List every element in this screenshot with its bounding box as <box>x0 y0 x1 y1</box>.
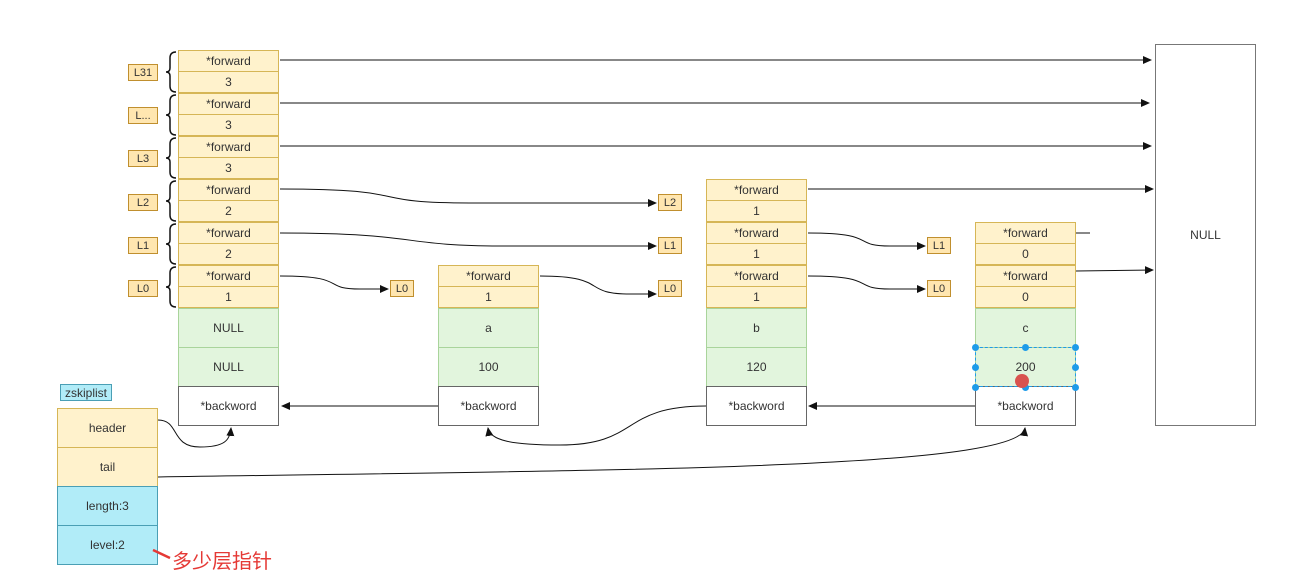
resize-handle-nw[interactable] <box>972 344 979 351</box>
node-a-forward-l0: *forward <box>438 265 539 287</box>
brace-l31 <box>165 51 177 93</box>
header-span-l31: 3 <box>178 71 279 93</box>
brace-lx <box>165 94 177 136</box>
node-c-span-l1: 0 <box>975 243 1076 265</box>
link-header-l2-to-b <box>279 188 657 207</box>
node-c-forward-l1: *forward <box>975 222 1076 244</box>
level-label-l2: L2 <box>128 194 158 211</box>
zskiplist-header: header <box>57 408 158 448</box>
level-label-l3: L3 <box>128 150 158 167</box>
resize-handle-w[interactable] <box>972 364 979 371</box>
node-b-score: 120 <box>706 347 807 387</box>
node-b-span-l2: 1 <box>706 200 807 222</box>
header-forward-l2: *forward <box>178 179 279 201</box>
node-b-span-l1: 1 <box>706 243 807 265</box>
header-span-lx: 3 <box>178 114 279 136</box>
node-b-forward-l1: *forward <box>706 222 807 244</box>
resize-handle-ne[interactable] <box>1072 344 1079 351</box>
header-forward-l3: *forward <box>178 136 279 158</box>
tag-l1-b: L1 <box>658 237 682 254</box>
node-b-forward-l0: *forward <box>706 265 807 287</box>
level-label-l0: L0 <box>128 280 158 297</box>
link-a-l0-to-b <box>539 275 657 298</box>
brace-l1 <box>165 223 177 265</box>
node-c-obj: c <box>975 308 1076 348</box>
resize-handle-n[interactable] <box>1022 344 1029 351</box>
resize-handle-s[interactable] <box>1022 384 1029 391</box>
level-label-lx: L... <box>128 107 158 124</box>
level-note: 多少层指针 <box>172 549 272 573</box>
resize-handle-sw[interactable] <box>972 384 979 391</box>
zskiplist-tail: tail <box>57 447 158 487</box>
null-terminal: NULL <box>1155 44 1256 426</box>
resize-handle-se[interactable] <box>1072 384 1079 391</box>
node-a-score: 100 <box>438 347 539 387</box>
header-backward: *backword <box>178 386 279 426</box>
brace-l3 <box>165 137 177 179</box>
header-span-l2: 2 <box>178 200 279 222</box>
header-forward-l1: *forward <box>178 222 279 244</box>
zskiplist-level: level:2 <box>57 525 158 565</box>
link-header-l1-to-b <box>279 232 657 250</box>
link-b-l1-to-c <box>807 232 926 250</box>
header-obj: NULL <box>178 308 279 348</box>
header-score: NULL <box>178 347 279 387</box>
node-c-span-l0: 0 <box>975 286 1076 308</box>
header-span-l0: 1 <box>178 286 279 308</box>
node-a-span-l0: 1 <box>438 286 539 308</box>
zskiplist-title: zskiplist <box>60 384 112 401</box>
node-b-obj: b <box>706 308 807 348</box>
node-a-obj: a <box>438 308 539 348</box>
node-b-forward-l2: *forward <box>706 179 807 201</box>
node-c-backward: *backword <box>975 386 1076 426</box>
node-b-backward: *backword <box>706 386 807 426</box>
tag-l0-b: L0 <box>658 280 682 297</box>
header-span-l3: 3 <box>178 157 279 179</box>
brace-l2 <box>165 180 177 222</box>
node-a-backward: *backword <box>438 386 539 426</box>
link-c-l0-to-null <box>1075 266 1154 275</box>
link-b-l0-to-c <box>807 275 926 293</box>
zskiplist-length: length:3 <box>57 486 158 526</box>
resize-handle-e[interactable] <box>1072 364 1079 371</box>
header-forward-lx: *forward <box>178 93 279 115</box>
brace-l0 <box>165 266 177 308</box>
tag-l1-c: L1 <box>927 237 951 254</box>
tag-l0-c: L0 <box>927 280 951 297</box>
cursor-icon <box>1015 374 1029 388</box>
node-b-span-l0: 1 <box>706 286 807 308</box>
link-header-l0-to-a <box>279 275 389 293</box>
tag-l2-b: L2 <box>658 194 682 211</box>
header-forward-l31: *forward <box>178 50 279 72</box>
level-label-l1: L1 <box>128 237 158 254</box>
node-c-forward-l0: *forward <box>975 265 1076 287</box>
tag-l0-a: L0 <box>390 280 414 297</box>
level-label-l31: L31 <box>128 64 158 81</box>
link-zskiplist-tail <box>157 427 1028 478</box>
header-span-l1: 2 <box>178 243 279 265</box>
header-forward-l0: *forward <box>178 265 279 287</box>
